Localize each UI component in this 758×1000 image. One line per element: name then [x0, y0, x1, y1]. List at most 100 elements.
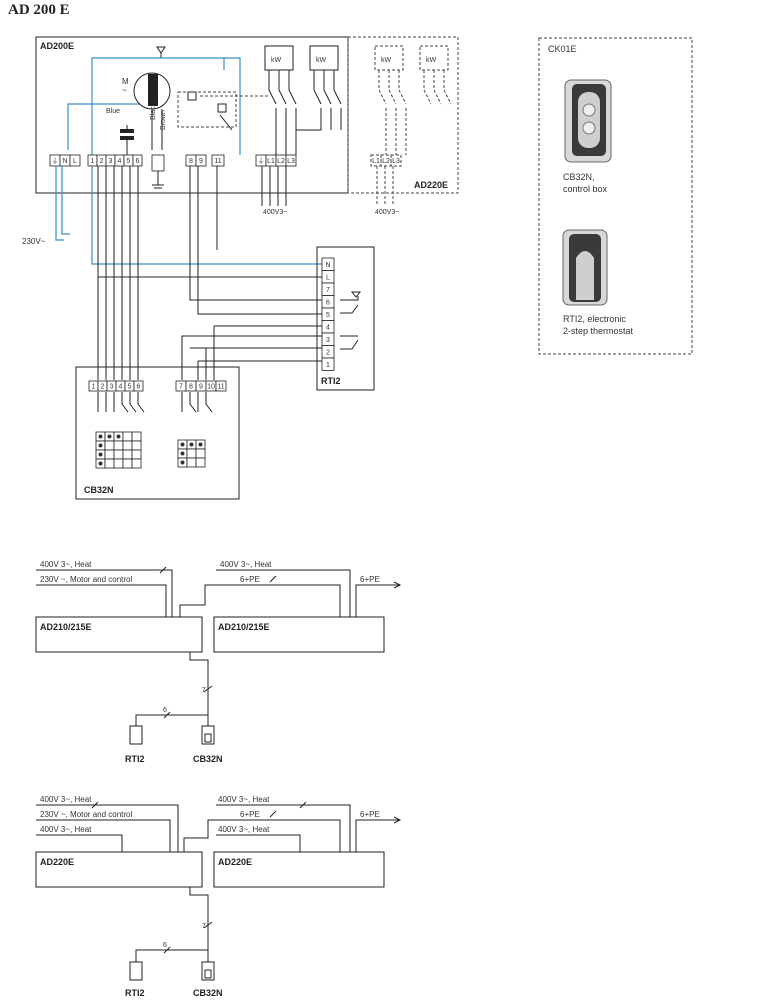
terminal-number: 6: [136, 158, 140, 165]
terminal-number: L1: [267, 158, 275, 165]
terminal-number: L2: [277, 158, 285, 165]
rti2-box: [316, 246, 375, 391]
d2-heat-right: 400V 3~, Heat: [220, 560, 272, 569]
cb32n-box: [75, 366, 240, 500]
black-label: Black: [150, 102, 157, 120]
kw-label-2: kW: [316, 57, 327, 64]
heater-elements: kW kW kW kW: [264, 45, 449, 71]
terminal-number: ⏚: [52, 157, 59, 165]
terminal-number: 8: [189, 158, 193, 165]
terminal-number: ⏚: [258, 157, 265, 165]
terminal-number: L1: [372, 158, 380, 165]
wires-cb32n-a: [105, 166, 139, 380]
selector-cell: [131, 458, 142, 469]
selector-cell: [104, 449, 115, 460]
page-title: AD 200 E: [8, 2, 70, 18]
terminal-number: L2: [382, 158, 390, 165]
d2-rti-label: RTI2: [125, 754, 145, 764]
brown-label: Brown: [160, 110, 167, 130]
terminal-cell: [285, 154, 297, 167]
d2-heat-left: 400V 3~, Heat: [40, 560, 92, 569]
selector-cell: [131, 440, 142, 451]
terminal-number: 3: [326, 337, 330, 344]
main-schematic: AD200E AD220E M ~ Blue Black Brown: [22, 36, 459, 500]
d3-heat-left-bottom: 400V 3~, Heat: [40, 825, 92, 834]
d2-rti2-icon: [129, 725, 143, 745]
d3-motor-left: 230V ~, Motor and control: [40, 810, 133, 819]
terminal-number: 2: [100, 158, 104, 165]
selector-dot: [198, 442, 203, 447]
cb32n-selector-grid-b: [177, 439, 206, 468]
ck01e-panel: CK01E CB32N, control box RTI2, electroni…: [538, 37, 693, 355]
wires-cb32n-b: [181, 325, 322, 380]
terminal-cell: [195, 154, 207, 167]
selector-dot: [98, 461, 103, 466]
d3-rti2-icon: [129, 961, 143, 981]
selector-cell: [104, 440, 115, 451]
ad200e-label: AD200E: [40, 41, 74, 51]
terminal-number: 1: [91, 158, 95, 165]
selector-dot: [180, 442, 185, 447]
terminal-number: N: [325, 262, 330, 269]
ck-item1-line1: CB32N,: [563, 172, 595, 182]
d2-cb32n-icon: [201, 725, 215, 745]
selector-cell: [104, 458, 115, 469]
cb32n-label: CB32N: [84, 485, 114, 495]
selector-dot: [180, 451, 185, 456]
terminal-number: 11: [214, 158, 221, 165]
selector-cell: [113, 458, 124, 469]
terminal-number: 9: [199, 384, 203, 391]
blue-label: Blue: [106, 108, 120, 115]
d3-cb-label: CB32N: [193, 988, 223, 998]
d2-cable7: 7: [202, 687, 206, 694]
d2-unit-right-label: AD210/215E: [218, 622, 270, 632]
terminal-number: L: [73, 158, 77, 165]
selector-cell: [122, 449, 133, 460]
selector-cell: [122, 458, 133, 469]
d2-pe-mid: 6+PE: [240, 575, 260, 584]
rti2-label: RTI2: [321, 376, 341, 386]
rti2-device-image: [562, 229, 608, 306]
d2-unit-right: [213, 616, 385, 653]
d2-unit-left-label: AD210/215E: [40, 622, 92, 632]
ad200e-box: [35, 36, 349, 194]
wire-n-rti: [91, 166, 322, 265]
diagram-ad210-215e: 400V 3~, Heat 230V ~, Motor and control …: [35, 560, 402, 764]
kw-label-1: kW: [271, 57, 282, 64]
selector-dot: [107, 434, 112, 439]
d3-heat-right-top: 400V 3~, Heat: [218, 795, 270, 804]
terminal-number: 3: [109, 158, 113, 165]
d3-rti-label: RTI2: [125, 988, 145, 998]
terminal-number: 7: [326, 287, 330, 294]
terminal-number: 8: [189, 384, 193, 391]
relay-dashed-box: [177, 91, 237, 128]
terminal-number: 7: [179, 384, 183, 391]
cb32n-switches: [97, 392, 213, 413]
ck01e-title: CK01E: [548, 44, 577, 54]
terminal-number: L3: [287, 158, 295, 165]
d2-cable6: 6: [163, 707, 167, 714]
d3-pe-mid: 6+PE: [240, 810, 260, 819]
d3-cable7: 7: [202, 923, 206, 930]
terminal-number: 10: [207, 384, 215, 391]
terminal-number: L: [326, 274, 330, 281]
diagram-ad220e: 400V 3~, Heat 230V ~, Motor and control …: [35, 795, 402, 998]
ad220e-box: [347, 36, 459, 194]
d3-unit-left-label: AD220E: [40, 857, 74, 867]
terminal-number: 6: [326, 299, 330, 306]
d3-heat-right-bottom: 400V 3~, Heat: [218, 825, 270, 834]
kw-label-4: kW: [426, 57, 437, 64]
terminal-11: 11: [211, 154, 225, 167]
wires-89: [189, 166, 322, 315]
terminal-number: 4: [118, 158, 122, 165]
terminal-number: 2: [101, 384, 105, 391]
overheat-symbol: [156, 46, 166, 58]
terminal-cell: [69, 154, 81, 167]
